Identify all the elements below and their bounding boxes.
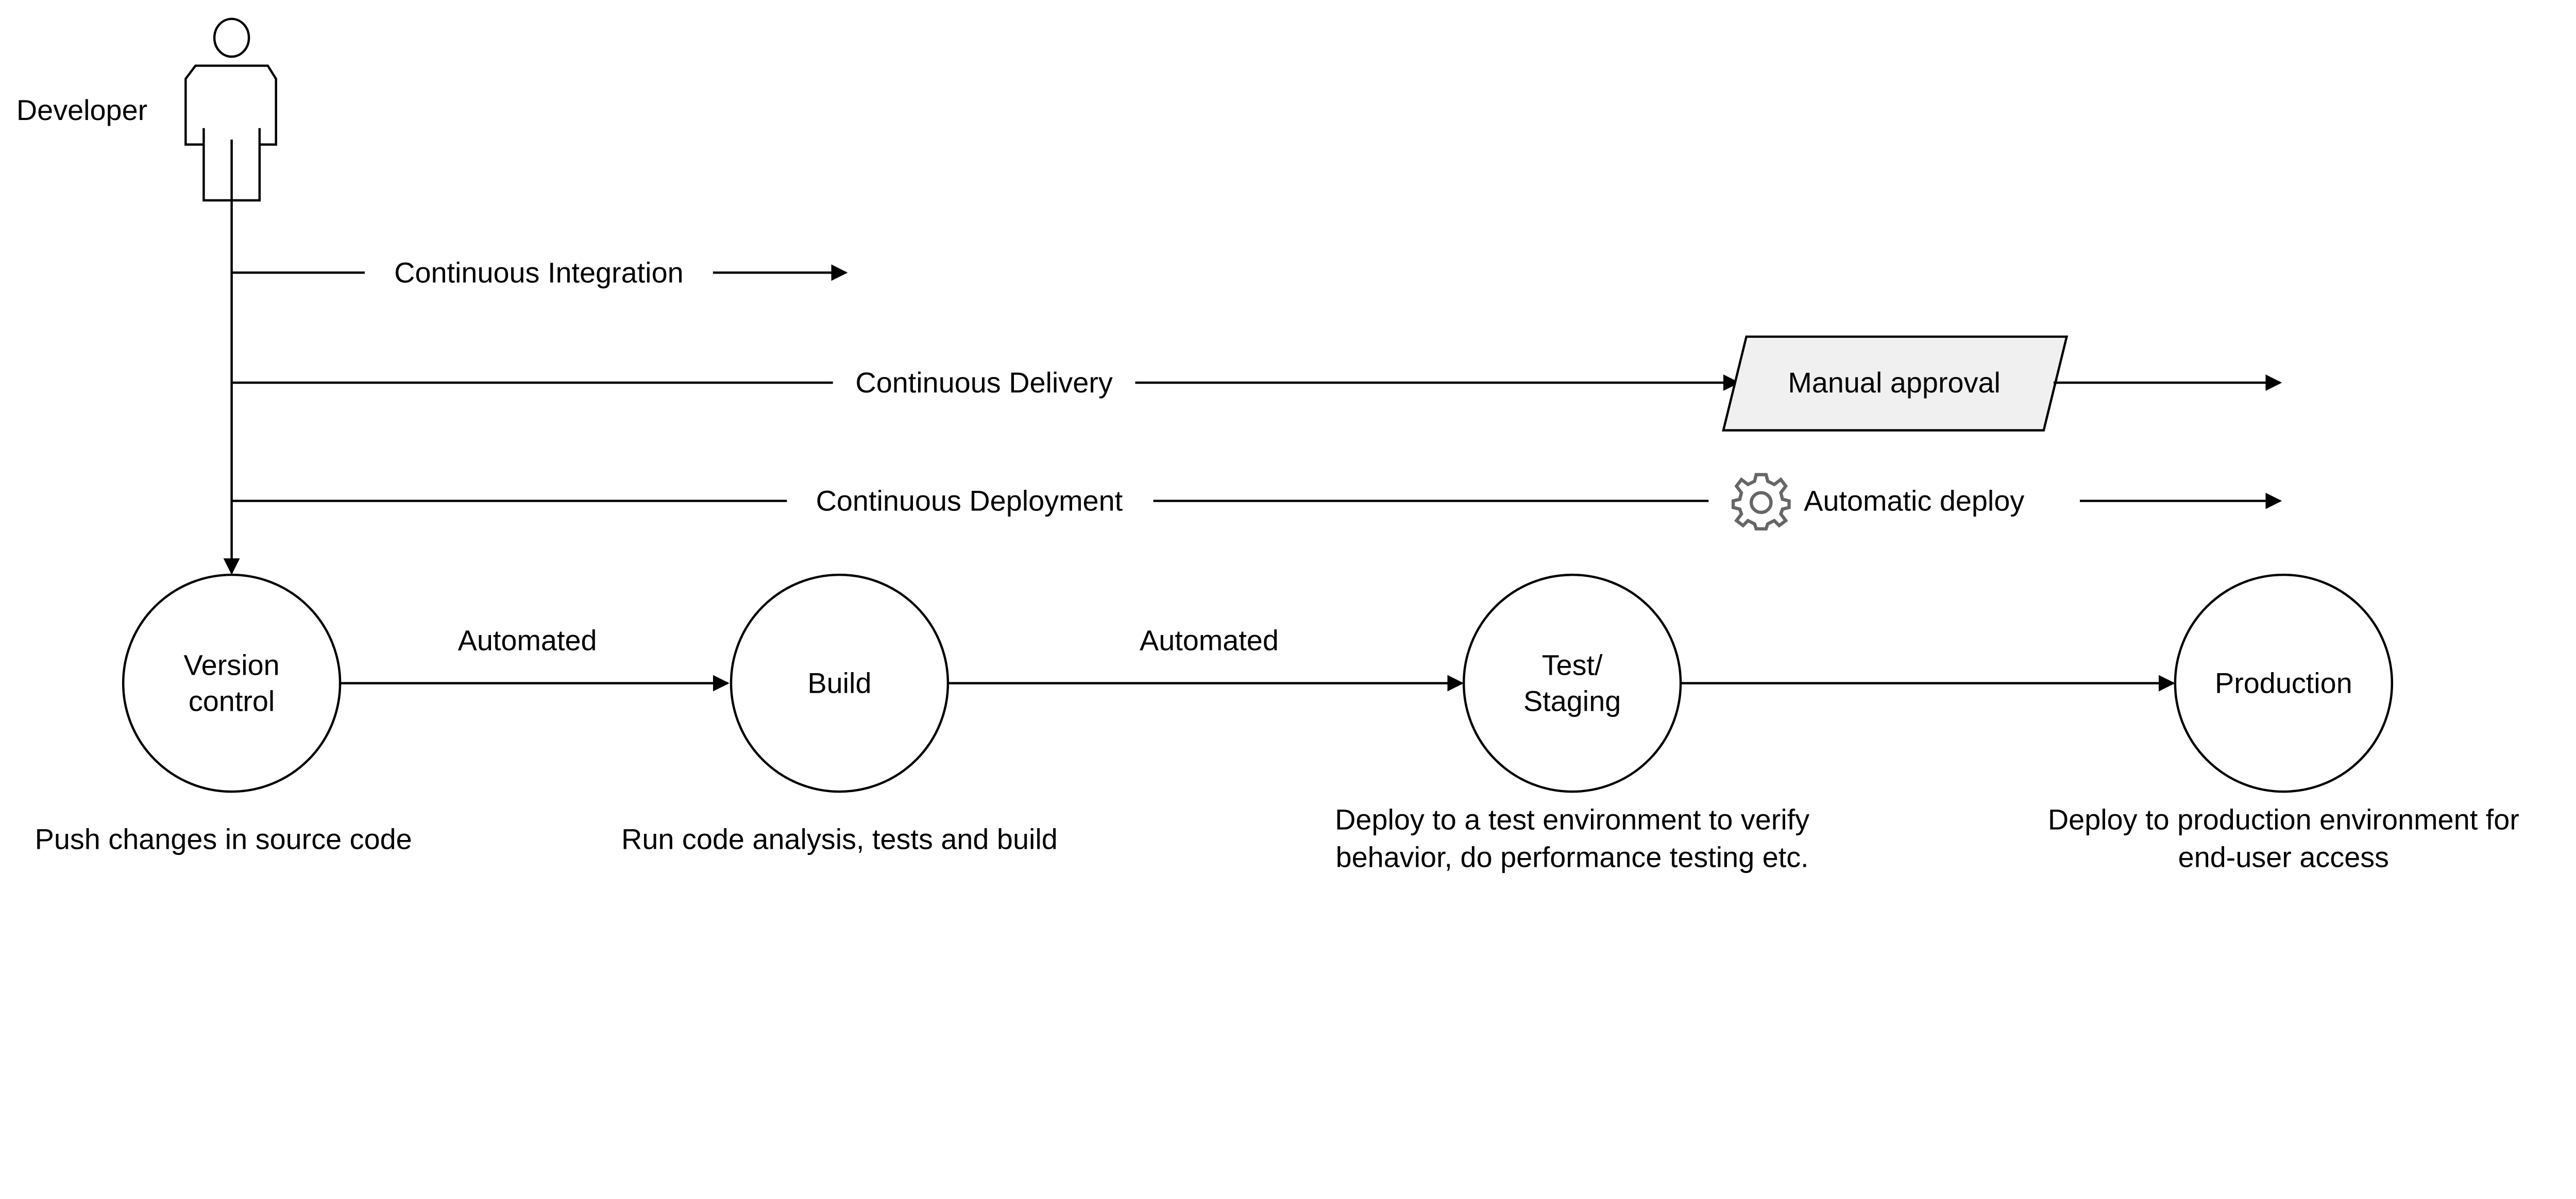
stage-description: Run code analysis, tests and build — [621, 823, 1058, 855]
stage-description: Deploy to production environment for — [2048, 803, 2519, 835]
stage-label: Staging — [1523, 685, 1621, 717]
stage-production: Production Deploy to production environm… — [2048, 573, 2519, 873]
manual-approval-box — [1722, 335, 2069, 432]
ci-label: Continuous Integration — [394, 256, 683, 288]
stage-label: Build — [807, 667, 871, 699]
stage-description: Push changes in source code — [35, 823, 412, 855]
stage-description: behavior, do performance testing etc. — [1336, 841, 1809, 873]
stage-label: control — [189, 685, 275, 717]
cdeploy-label: Continuous Deployment — [816, 485, 1123, 517]
stage-label: Production — [2215, 667, 2352, 699]
ci-cd-diagram: Developer Continuous Integration Continu… — [16, 18, 2519, 873]
developer-label: Developer — [16, 94, 147, 126]
stage-test-staging: Test/ Staging Deploy to a test environme… — [1335, 573, 1809, 873]
stage-label: Test/ — [1542, 649, 1603, 681]
developer-actor-icon — [184, 18, 277, 202]
stage-description: end-user access — [2178, 841, 2389, 873]
automatic-deploy-label: Automatic deploy — [1804, 485, 2024, 517]
stage-label: Version — [184, 649, 280, 681]
transition-label: Automated — [458, 624, 597, 657]
gear-icon — [1731, 473, 1791, 530]
transition-label: Automated — [1140, 624, 1279, 657]
cd-label: Continuous Delivery — [855, 366, 1112, 399]
stage-build: Build Run code analysis, tests and build — [621, 573, 1058, 855]
stage-version-control: Version control Push changes in source c… — [35, 573, 412, 855]
stage-description: Deploy to a test environment to verify — [1335, 803, 1809, 835]
manual-approval-label: Manual approval — [1788, 366, 2001, 399]
